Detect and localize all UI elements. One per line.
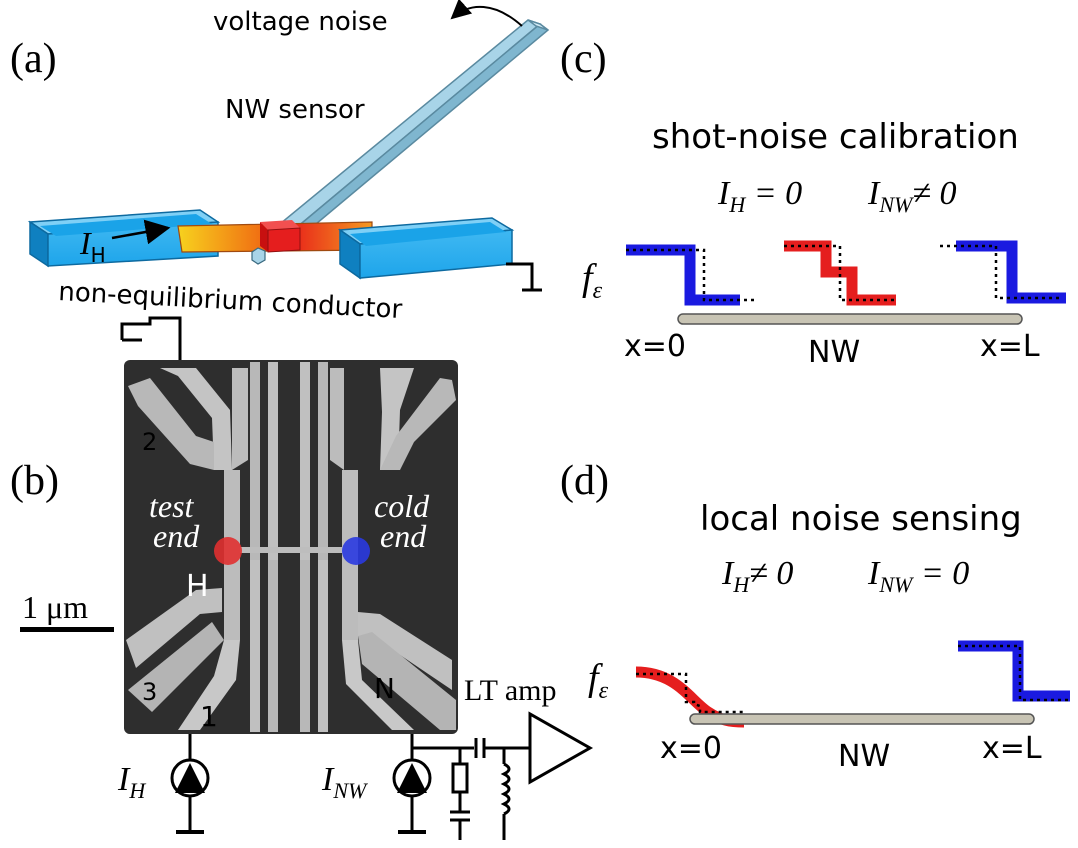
amp-label: LT amp (464, 674, 557, 707)
nw-end-hex (251, 247, 266, 265)
nw-sensor-label: NW sensor (225, 95, 365, 125)
connector-step (120, 316, 182, 368)
contact-1-label: 1 (200, 700, 218, 733)
amplifier-circuit (410, 711, 594, 840)
panel-d-x-left: x=0 (660, 731, 722, 766)
panel-c-title: shot-noise calibration (652, 117, 1019, 157)
test-end-label-2: end (153, 518, 200, 554)
test-end-label-1: test (149, 488, 195, 524)
current-source-NW (392, 734, 432, 834)
scale-bar-label: 1 μm (22, 589, 88, 625)
panel-c-x-right: x=L (980, 329, 1040, 364)
source-H-label: IH (117, 761, 146, 803)
cold-end-label-1: cold (374, 488, 430, 524)
panel-d-f-label: fε (588, 657, 609, 704)
panel-d-nw-label: NW (838, 739, 890, 774)
voltage-noise-label: voltage noise (213, 7, 388, 37)
junction-block (260, 220, 301, 253)
contact-N-label: N (374, 672, 395, 705)
sem-image (124, 360, 458, 734)
panel-c-nw-label: NW (808, 335, 860, 370)
panel-d-condition-right: INW = 0 (867, 555, 969, 597)
panel-c-condition-left: IH = 0 (717, 175, 802, 217)
panel-label-a: (a) (10, 36, 57, 82)
voltage-noise-arrow (450, 0, 523, 27)
contact-H-label: H (186, 569, 209, 604)
contact-3-label: 3 (142, 678, 157, 706)
current-label: IH (79, 225, 106, 267)
right-contact-pad (337, 217, 515, 280)
panel-d-nanowire (689, 713, 1035, 725)
contact-2-label: 2 (142, 428, 157, 456)
panel-c-right-distribution (940, 240, 1066, 304)
panel-d-right-distribution (958, 640, 1070, 702)
panel-c-left-distribution (626, 244, 754, 306)
panel-c-middle-distribution (784, 240, 896, 306)
scale-bar (20, 627, 114, 632)
source-NW-label: INW (321, 761, 368, 803)
panel-label-b: (b) (10, 458, 59, 504)
nw-sensor-rod (272, 19, 550, 235)
cold-end-dot (342, 537, 370, 565)
panel-d-condition-left: IH≠ 0 (721, 555, 793, 597)
conductor-label: non-equilibrium conductor (58, 277, 404, 325)
panel-c-nanowire (677, 313, 1023, 325)
panel-d-title: local noise sensing (700, 499, 1022, 539)
left-contact-pad (27, 209, 221, 268)
panel-label-d: (d) (560, 458, 609, 504)
current-source-H (170, 734, 210, 834)
ground-right (506, 262, 542, 292)
current-arrow (111, 219, 171, 245)
panel-c-condition-right: INW≠ 0 (867, 175, 957, 217)
panel-c-f-label: fε (582, 257, 603, 304)
panel-d-x-right: x=L (982, 731, 1042, 766)
panel-c-x-left: x=0 (624, 329, 686, 364)
panel-label-c: (c) (560, 36, 607, 82)
cold-end-label-2: end (380, 518, 427, 554)
hot-end-dot (214, 537, 242, 565)
